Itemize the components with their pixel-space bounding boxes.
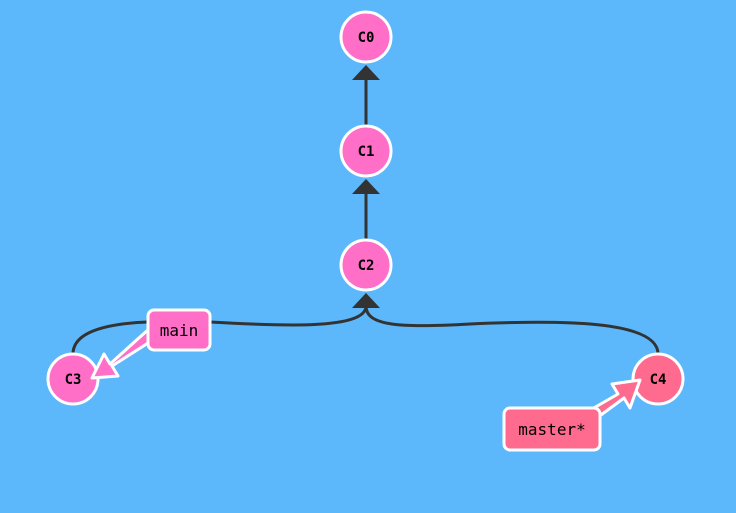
commit-c0-label: C0 [358, 30, 375, 46]
commit-c4-label: C4 [650, 372, 667, 388]
ref-master[interactable]: master* [502, 378, 642, 452]
commit-c2-circle [339, 238, 393, 292]
arrowhead-c0 [352, 65, 380, 80]
ref-main-label: main [160, 321, 199, 340]
ref-main-arrow [90, 326, 158, 380]
commit-c1[interactable]: C1 [339, 124, 393, 178]
commit-c0[interactable]: C0 [339, 10, 393, 64]
commit-c1-circle [339, 124, 393, 178]
edge-c4-to-c2 [364, 305, 660, 355]
commit-c4-circle [631, 352, 685, 406]
commit-c2[interactable]: C2 [339, 238, 393, 292]
arrowhead-c1 [352, 179, 380, 194]
commit-c4[interactable]: C4 [631, 352, 685, 406]
commit-c3[interactable]: C3 [46, 352, 100, 406]
ref-main[interactable]: main [90, 308, 212, 380]
commit-c3-label: C3 [65, 372, 82, 388]
commit-c0-circle [339, 10, 393, 64]
commit-c2-label: C2 [358, 258, 375, 274]
arrowhead-c2 [352, 293, 380, 308]
ref-master-box [502, 406, 602, 452]
ref-main-box [146, 308, 212, 352]
ref-master-label: master* [518, 420, 585, 439]
edge-c3-to-c2 [71, 305, 368, 355]
commit-c1-label: C1 [358, 144, 375, 160]
